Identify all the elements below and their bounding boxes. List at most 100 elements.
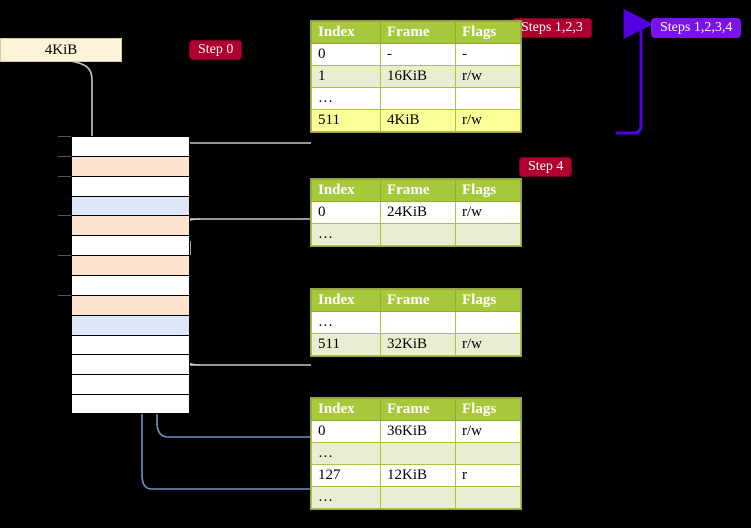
frame-tick-mark	[58, 136, 71, 137]
column-header-index: Index	[311, 289, 381, 312]
column-header-index: Index	[311, 179, 381, 202]
physical-memory-frames	[71, 136, 190, 414]
cell-frame: 32KiB	[380, 333, 456, 356]
cell-index: …	[311, 223, 381, 246]
cell-flags	[455, 87, 521, 110]
cell-frame	[380, 223, 456, 246]
cell-flags: r/w	[455, 333, 521, 356]
frame-tick-mark	[58, 155, 71, 157]
memory-frame-row	[71, 155, 190, 176]
memory-frame-row	[71, 394, 190, 414]
column-header-index: Index	[311, 21, 381, 44]
cell-index: …	[311, 87, 381, 110]
table-row: …	[311, 87, 521, 110]
cell-index: …	[311, 486, 381, 509]
memory-frame-row	[71, 195, 190, 216]
cell-index: 511	[311, 109, 381, 132]
cell-frame	[380, 486, 456, 509]
cell-flags: r/w	[455, 420, 521, 443]
cell-frame	[380, 311, 456, 334]
cell-index: …	[311, 311, 381, 334]
memory-frame-row	[71, 354, 190, 375]
memory-frame-row	[71, 294, 190, 315]
cell-flags	[455, 486, 521, 509]
table-row: …	[311, 311, 521, 334]
memory-frame-row	[71, 175, 190, 196]
table-row: …	[311, 223, 521, 246]
column-header-flags: Flags	[455, 398, 521, 421]
cell-flags: r/w	[455, 201, 521, 224]
column-header-frame: Frame	[380, 398, 456, 421]
badge-step-4-label: Step 4	[528, 159, 564, 174]
frame-tick-mark	[58, 294, 71, 296]
memory-frame-row	[71, 235, 190, 256]
cell-frame: 36KiB	[380, 420, 456, 443]
cell-flags	[455, 311, 521, 334]
column-header-frame: Frame	[380, 21, 456, 44]
cell-frame	[380, 442, 456, 465]
cell-flags: -	[455, 43, 521, 66]
cell-flags: r/w	[455, 65, 521, 88]
cell-flags: r/w	[455, 109, 521, 132]
cell-flags: r	[455, 464, 521, 487]
column-header-frame: Frame	[380, 179, 456, 202]
badge-steps-123: Steps 1,2,3	[512, 18, 592, 38]
table-row: 0--	[311, 43, 521, 66]
badge-step-0-label: Step 0	[198, 42, 234, 57]
memory-frame-row	[71, 374, 190, 395]
memory-frame-row	[71, 255, 190, 275]
cell-flags	[455, 223, 521, 246]
frame-tick-mark	[58, 175, 71, 177]
column-header-index: Index	[311, 398, 381, 421]
wire-4kib-to-frame	[59, 59, 105, 154]
memory-frame-row	[71, 275, 190, 295]
cell-index: 511	[311, 333, 381, 356]
frame-tick-mark	[58, 215, 71, 217]
column-header-frame: Frame	[380, 289, 456, 312]
cell-frame: 24KiB	[380, 201, 456, 224]
cell-index: 127	[311, 464, 381, 487]
memory-frame-row	[71, 334, 190, 355]
cell-frame: 12KiB	[380, 464, 456, 487]
cell-frame: 16KiB	[380, 65, 456, 88]
memory-frame-row	[71, 215, 190, 236]
cell-index: 0	[311, 43, 381, 66]
cell-index: 0	[311, 201, 381, 224]
cell-frame	[380, 87, 456, 110]
cell-flags	[455, 442, 521, 465]
memory-frame-row	[71, 136, 190, 156]
badge-step-0: Step 0	[189, 40, 243, 60]
cell-frame: 4KiB	[380, 109, 456, 132]
cell-index: 1	[311, 65, 381, 88]
column-header-flags: Flags	[455, 21, 521, 44]
cell-index: …	[311, 442, 381, 465]
column-header-flags: Flags	[455, 289, 521, 312]
table-row: …	[311, 442, 521, 465]
cell-frame: -	[380, 43, 456, 66]
badge-step-4: Step 4	[519, 157, 573, 177]
source-size-label: 4KiB	[44, 41, 78, 58]
cell-index: 0	[311, 420, 381, 443]
badge-steps-123-label: Steps 1,2,3	[521, 20, 583, 35]
column-header-flags: Flags	[455, 179, 521, 202]
badge-steps-1234-label: Steps 1,2,3,4	[660, 20, 733, 35]
memory-frame-row	[71, 314, 190, 335]
table-row: …	[311, 486, 521, 509]
source-size-box: 4KiB	[0, 38, 122, 62]
badge-steps-1234: Steps 1,2,3,4	[651, 18, 742, 38]
